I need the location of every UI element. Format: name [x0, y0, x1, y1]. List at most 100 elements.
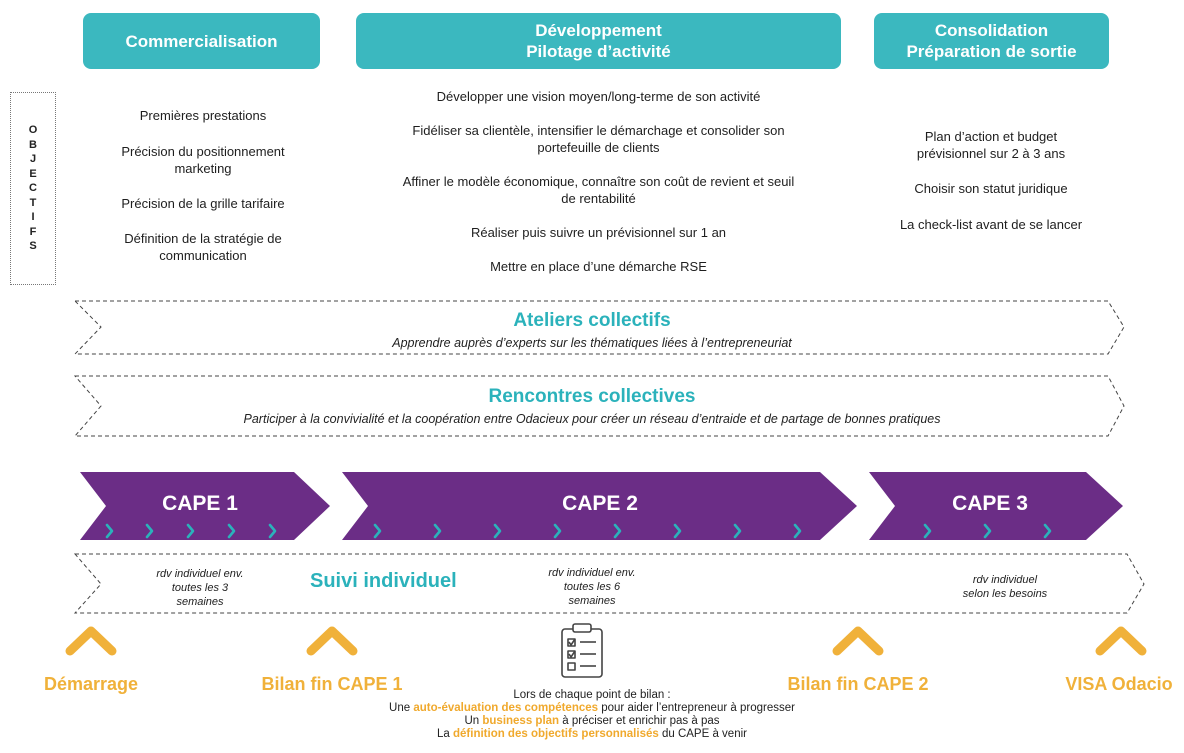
chevron-up-icon: [65, 626, 117, 656]
rencontres-title: Rencontres collectives: [488, 386, 696, 407]
objective-item: Mettre en place d’une démarche RSE: [490, 258, 707, 275]
objective-text: Premières prestations: [139, 108, 267, 123]
rdv-text: rdv individuel env.: [548, 567, 636, 579]
objective-item: Précision de la grille tarifaire: [121, 195, 284, 212]
objective-text: communication: [159, 248, 247, 263]
cape1-label: CAPE 1: [162, 492, 238, 515]
chevron-up-icon: [1095, 626, 1147, 656]
objectifs-label: O B J E C T I F S: [10, 92, 56, 285]
checklist-icon: [561, 623, 603, 678]
ateliers-band: [73, 300, 1125, 355]
bilan-line-2: Un business plan à préciser et enrichir …: [0, 715, 1184, 728]
bilan-line-1: Une auto-évaluation des compétences pour…: [0, 702, 1184, 715]
objective-text: Choisir son statut juridique: [914, 181, 1068, 196]
objectifs-letter: I: [31, 211, 35, 224]
objective-item: Définition de la stratégie de communicat…: [124, 230, 282, 264]
bilan-text: La: [437, 728, 453, 740]
rencontres-subtitle: Participer à la convivialité et la coopé…: [243, 412, 941, 426]
ateliers-subtitle: Apprendre auprès d’experts sur les théma…: [392, 336, 792, 350]
phase-header-developpement: Développement Pilotage d’activité: [356, 13, 841, 69]
objectifs-letter: B: [29, 138, 37, 151]
objectifs-letter: J: [29, 153, 37, 166]
bilan-highlight: auto-évaluation des compétences: [413, 702, 599, 714]
chevron-right-icon: [923, 523, 932, 539]
objective-text: Définition de la stratégie de: [124, 231, 282, 246]
objective-text: Fidéliser sa clientèle, intensifier le d…: [412, 123, 785, 138]
phase-header-consolidation: Consolidation Préparation de sortie: [874, 13, 1109, 69]
bilan-highlight: business plan: [482, 715, 560, 727]
ateliers-title: Ateliers collectifs: [513, 310, 671, 331]
rdv-text: rdv individuel env.: [156, 568, 244, 580]
suivi-title: Suivi individuel: [310, 570, 457, 592]
cape1-arrow: [80, 472, 330, 540]
chevron-right-icon: [1043, 523, 1052, 539]
chevron-right-icon: [793, 523, 802, 539]
rdv-cape1: rdv individuel env. toutes les 3 semaine…: [120, 567, 280, 609]
rdv-cape2: rdv individuel env. toutes les 6 semaine…: [512, 566, 672, 608]
objectives-developpement: Développer une vision moyen/long-terme d…: [356, 88, 841, 275]
rdv-text: selon les besoins: [962, 588, 1048, 600]
bilan-highlight: définition des objectifs personnalisés: [453, 728, 659, 740]
phase-title: Consolidation: [934, 21, 1049, 40]
chevron-right-icon: [145, 523, 154, 539]
chevron-right-icon: [186, 523, 195, 539]
rdv-text: rdv individuel: [972, 574, 1038, 586]
milestone-visa: VISA Odacio: [1065, 674, 1173, 694]
objective-item: La check-list avant de se lancer: [900, 216, 1082, 233]
milestone-demarrage: Démarrage: [43, 674, 139, 694]
chevron-right-icon: [983, 523, 992, 539]
chevron-up-icon: [832, 626, 884, 656]
objective-text: marketing: [174, 161, 232, 176]
chevron-right-icon: [105, 523, 114, 539]
cape2-label: CAPE 2: [562, 492, 638, 515]
objective-item: Réaliser puis suivre un prévisionnel sur…: [471, 224, 726, 241]
objectifs-letter: T: [29, 196, 37, 209]
phase-header-commercialisation: Commercialisation: [83, 13, 320, 69]
bilan-intro: Lors de chaque point de bilan :: [513, 689, 671, 701]
objective-item: Choisir son statut juridique: [914, 180, 1067, 197]
cape3-arrow: [869, 472, 1123, 540]
objectifs-letter: O: [28, 124, 38, 137]
objective-item: Affiner le modèle économique, connaître …: [403, 173, 794, 207]
objective-item: Précision du positionnement marketing: [121, 143, 284, 177]
chevron-right-icon: [613, 523, 622, 539]
objective-text: La check-list avant de se lancer: [899, 217, 1083, 232]
objective-text: Réaliser puis suivre un prévisionnel sur…: [470, 225, 727, 240]
chevron-right-icon: [433, 523, 442, 539]
chevron-right-icon: [227, 523, 236, 539]
rdv-text: semaines: [568, 595, 616, 607]
objective-item: Fidéliser sa clientèle, intensifier le d…: [412, 122, 784, 156]
suivi-band: [73, 553, 1145, 614]
rdv-text: toutes les 6: [563, 581, 621, 593]
objective-text: Plan d’action et budget: [924, 129, 1058, 144]
objective-text: Mettre en place d’une démarche RSE: [490, 259, 707, 274]
objective-text: de rentabilité: [561, 191, 636, 206]
rdv-text: semaines: [176, 596, 224, 608]
bilan-line-3: La définition des objectifs personnalisé…: [0, 728, 1184, 741]
rencontres-band: [73, 375, 1125, 437]
cape3-label: CAPE 3: [952, 492, 1028, 515]
objective-text: Affiner le modèle économique, connaître …: [402, 174, 795, 189]
chevron-right-icon: [268, 523, 277, 539]
objectifs-letter: E: [29, 167, 37, 180]
objectives-consolidation: Plan d’action et budget prévisionnel sur…: [866, 128, 1116, 233]
chevron-right-icon: [733, 523, 742, 539]
phase-title: Commercialisation: [125, 31, 278, 51]
milestone-bilan-cape2: Bilan fin CAPE 2: [787, 674, 929, 694]
objectives-commercialisation: Premières prestations Précision du posit…: [83, 107, 323, 264]
milestone-bilan-cape1: Bilan fin CAPE 1: [261, 674, 403, 694]
objective-item: Développer une vision moyen/long-terme d…: [437, 88, 761, 105]
objectifs-letter: C: [29, 182, 37, 195]
objective-text: portefeuille de clients: [537, 140, 660, 155]
bilan-text: à préciser et enrichir pas à pas: [559, 715, 720, 727]
objectifs-letter: S: [29, 240, 37, 253]
rdv-cape3: rdv individuel selon les besoins: [925, 573, 1085, 601]
bilan-text: Un: [464, 715, 483, 727]
cape2-arrow: [342, 472, 857, 540]
objective-text: prévisionnel sur 2 à 3 ans: [916, 146, 1066, 161]
chevron-up-icon: [306, 626, 358, 656]
objectifs-letter: F: [29, 225, 37, 238]
phase-subtitle: Pilotage d’activité: [526, 42, 671, 61]
objective-item: Plan d’action et budget prévisionnel sur…: [917, 128, 1065, 162]
